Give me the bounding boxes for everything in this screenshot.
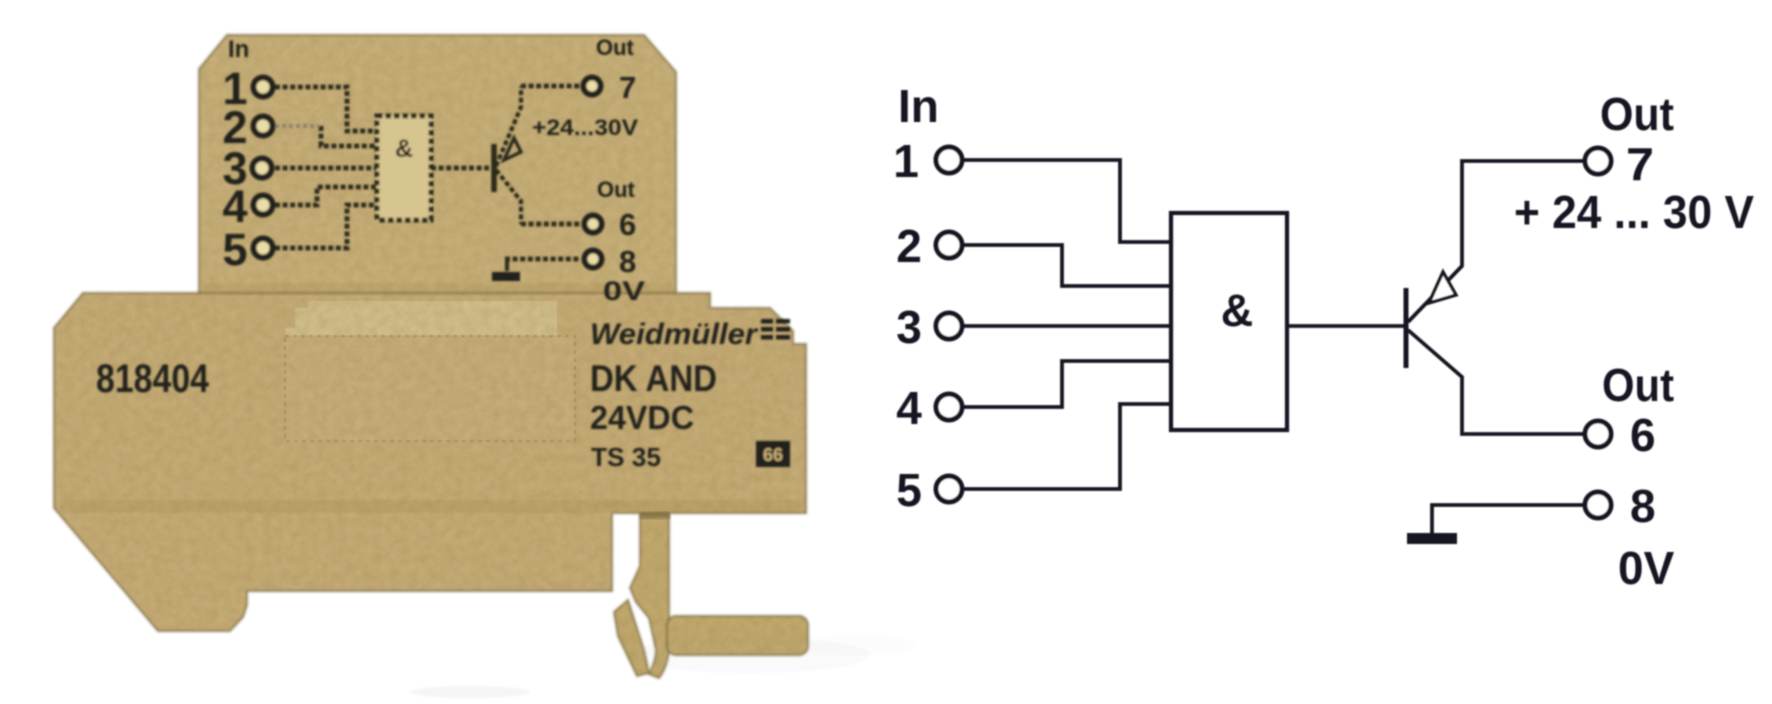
svg-text:6: 6 [619,207,636,242]
svg-text:7: 7 [619,70,636,105]
svg-text:&: & [395,135,413,163]
svg-text:3: 3 [896,301,922,353]
svg-text:24VDC: 24VDC [590,399,694,436]
svg-text:66: 66 [763,445,783,465]
svg-text:+24...30V: +24...30V [532,115,638,140]
svg-text:TS 35: TS 35 [591,442,661,472]
svg-text:4: 4 [222,181,247,232]
svg-text:DK AND: DK AND [590,358,717,399]
svg-text:1: 1 [893,135,919,187]
svg-text:Out: Out [597,177,636,202]
svg-text:5: 5 [896,464,922,516]
svg-text:In: In [228,36,249,63]
svg-text:6: 6 [1630,409,1656,461]
svg-text:Out: Out [1600,88,1674,140]
svg-text:5: 5 [222,224,247,275]
svg-text:2: 2 [896,220,922,272]
svg-text:8: 8 [1630,480,1656,532]
svg-text:Weidmüller: Weidmüller [590,318,759,351]
svg-text:3: 3 [222,143,247,194]
svg-text:0V: 0V [1618,542,1675,594]
svg-text:1: 1 [222,63,247,114]
svg-text:2: 2 [222,102,247,153]
svg-text:0V: 0V [603,276,645,306]
svg-text:4: 4 [896,382,922,434]
svg-text:+ 24 ... 30 V: + 24 ... 30 V [1514,186,1754,238]
svg-text:7: 7 [1626,138,1654,190]
svg-text:Out: Out [596,35,635,60]
svg-text:8: 8 [619,244,636,279]
svg-text:&: & [1221,285,1254,336]
svg-text:Out: Out [1602,359,1674,411]
svg-text:818404: 818404 [96,357,210,401]
svg-text:In: In [898,80,939,132]
